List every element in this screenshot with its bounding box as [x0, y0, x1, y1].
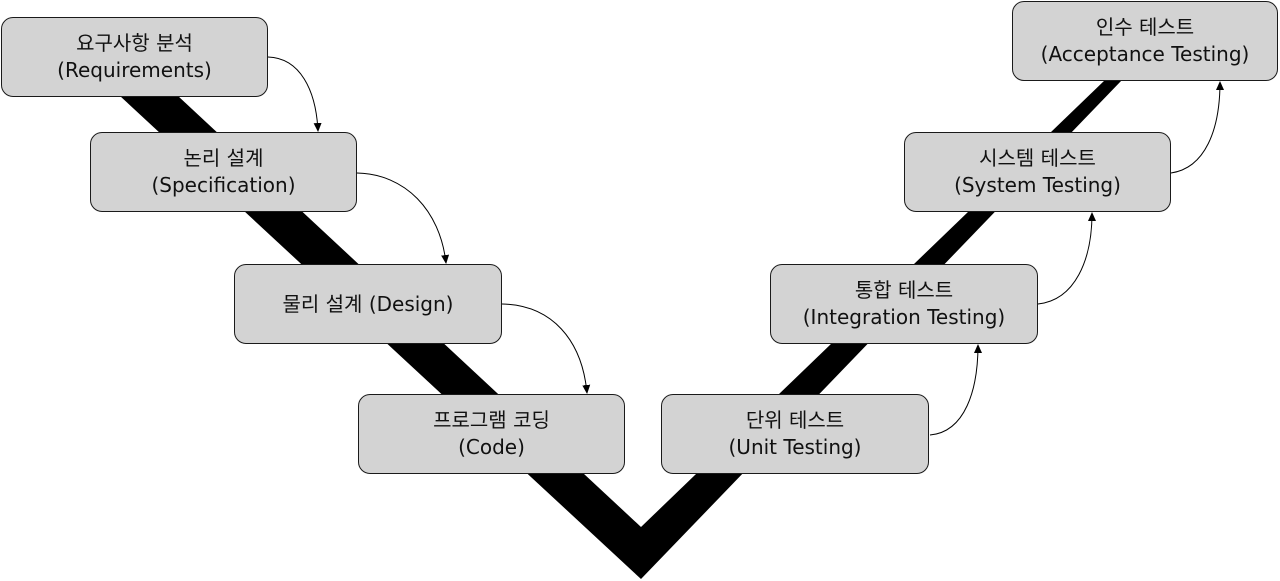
- stage-acceptance-testing: 인수 테스트 (Acceptance Testing): [1012, 1, 1278, 81]
- stage-specification-title: 논리 설계: [183, 146, 264, 170]
- stage-code-subtitle: (Code): [458, 435, 525, 459]
- stage-acceptance-title: 인수 테스트: [1095, 15, 1195, 39]
- stage-system-title: 시스템 테스트: [979, 146, 1096, 170]
- stage-specification: 논리 설계 (Specification): [90, 132, 357, 212]
- stage-design: 물리 설계 (Design): [234, 264, 502, 344]
- arrow-design-to-code: [501, 303, 591, 394]
- stage-integration-testing: 통합 테스트 (Integration Testing): [770, 264, 1038, 344]
- stage-design-title: 물리 설계 (Design): [282, 291, 454, 316]
- stage-code-title: 프로그램 코딩: [433, 408, 550, 432]
- stage-system-testing: 시스템 테스트 (System Testing): [904, 132, 1171, 212]
- arrow-specification-to-design: [356, 172, 450, 264]
- stage-acceptance-subtitle: (Acceptance Testing): [1040, 42, 1250, 66]
- stage-requirements: 요구사항 분석 (Requirements): [1, 17, 268, 97]
- stage-integration-subtitle: (Integration Testing): [802, 305, 1006, 329]
- stage-system-subtitle: (System Testing): [954, 173, 1121, 197]
- arrow-unit-to-integration: [929, 344, 982, 436]
- stage-code: 프로그램 코딩 (Code): [358, 394, 625, 474]
- stage-requirements-title: 요구사항 분석: [76, 31, 193, 55]
- arrow-requirements-to-specification: [267, 56, 322, 132]
- stage-specification-subtitle: (Specification): [151, 173, 296, 197]
- stage-integration-title: 통합 테스트: [854, 278, 954, 302]
- stage-unit-subtitle: (Unit Testing): [728, 435, 862, 459]
- stage-unit-title: 단위 테스트: [745, 408, 845, 432]
- stage-requirements-subtitle: (Requirements): [57, 58, 212, 82]
- arrow-system-to-acceptance: [1170, 81, 1224, 174]
- stage-unit-testing: 단위 테스트 (Unit Testing): [661, 394, 929, 474]
- arrow-integration-to-system: [1037, 212, 1096, 305]
